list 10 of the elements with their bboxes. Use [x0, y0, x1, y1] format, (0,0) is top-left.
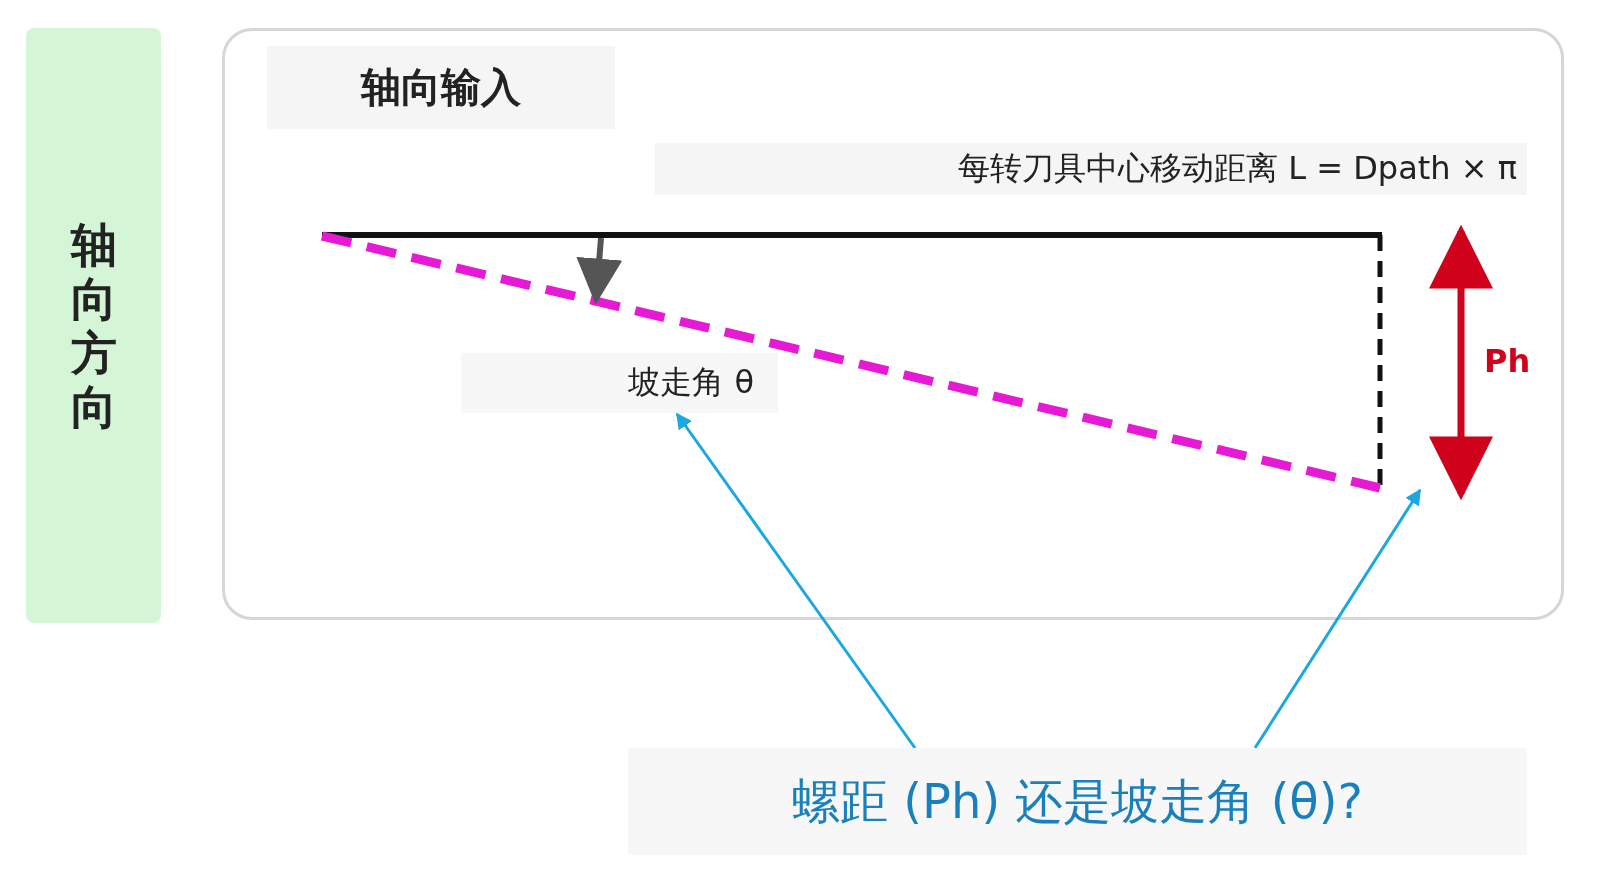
dimension-label: Ph [1484, 341, 1532, 382]
diagram-panel [222, 28, 1564, 620]
axis-direction-label: 轴向方向 [69, 217, 118, 434]
formula-label: 每转刀具中心移动距离 L = Dpath × π [655, 143, 1527, 195]
panel-heading: 轴向输入 [267, 46, 615, 129]
axis-direction-band [26, 28, 161, 623]
angle-label: 坡走角 θ [461, 353, 778, 413]
question-banner: 螺距 (Ph) 还是坡走角 (θ)? [628, 748, 1527, 855]
leader-line [675, 412, 917, 749]
leader-line [1253, 488, 1422, 749]
